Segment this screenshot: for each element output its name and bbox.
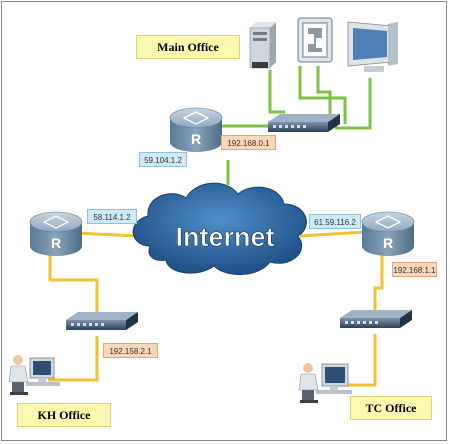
link-tc-router-internet bbox=[299, 230, 366, 238]
router-kh-glyph: R bbox=[51, 235, 61, 251]
link-kh-switch-pc bbox=[48, 336, 99, 382]
tc-user-workstation-icon bbox=[298, 363, 352, 403]
link-switch-server2 bbox=[316, 66, 332, 114]
site-label-main: Main Office bbox=[136, 35, 240, 59]
router-main: R bbox=[169, 107, 223, 152]
kh-user-workstation-icon bbox=[8, 355, 60, 395]
ip-main-wan: 59.104.1.2 bbox=[139, 152, 187, 167]
cloud-shape bbox=[132, 182, 307, 276]
ip-tc-lan: 192.168.1.1 bbox=[392, 262, 437, 277]
router-main-glyph: R bbox=[191, 131, 201, 147]
ip-kh-lan: 192.158.2.1 bbox=[103, 343, 158, 358]
link-tc-router-switch bbox=[373, 254, 384, 313]
router-tc-glyph: R bbox=[383, 235, 393, 251]
link-switch-pc bbox=[335, 78, 372, 130]
desktop-pc-icon bbox=[347, 21, 398, 72]
switch-kh bbox=[66, 312, 138, 330]
link-switch-server1 bbox=[268, 70, 285, 114]
ip-main-lan: 192.168.0.1 bbox=[221, 135, 276, 150]
internet-cloud: Internet bbox=[132, 182, 307, 276]
ip-kh-wan: 58.114.1.2 bbox=[87, 209, 137, 224]
ip-tc-wan: 61.59.116.2 bbox=[309, 214, 361, 229]
switch-main bbox=[268, 114, 340, 132]
firewall-appliance-icon bbox=[297, 17, 333, 63]
site-label-kh: KH Office bbox=[17, 403, 111, 427]
server-tower-icon bbox=[249, 22, 276, 69]
link-kh-router-switch bbox=[48, 253, 99, 314]
site-label-tc: TC Office bbox=[350, 396, 432, 420]
link-switch-extra bbox=[298, 66, 347, 124]
cloud-label: Internet bbox=[175, 222, 274, 252]
router-kh: R bbox=[29, 211, 83, 256]
switch-tc bbox=[340, 310, 412, 328]
router-tc: R bbox=[361, 211, 415, 256]
